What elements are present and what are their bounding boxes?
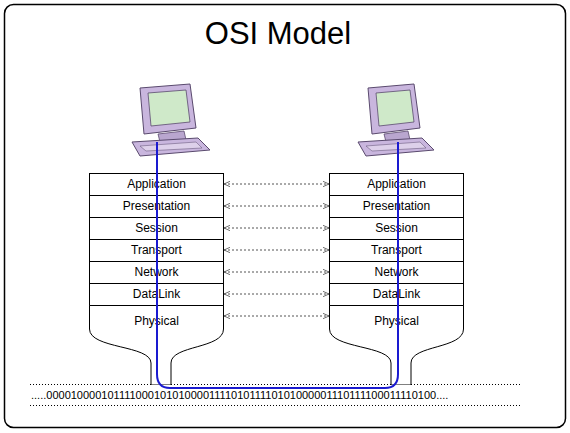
layer-name: Application <box>330 174 463 194</box>
peer-link-arrow <box>224 250 329 251</box>
layer-name: Physical <box>329 305 464 331</box>
peer-link-arrow <box>224 272 329 273</box>
layer-box: DataLink <box>329 283 464 306</box>
bit-stream: .....00001000010111100010101000011110101… <box>31 389 448 401</box>
computer-left <box>132 84 210 156</box>
frame-border <box>5 5 566 428</box>
layer-name: Application <box>90 174 223 194</box>
layer-box: DataLink <box>89 283 224 306</box>
layer-name: Transport <box>90 240 223 260</box>
layer-box: Transport <box>89 239 224 262</box>
layer-box: Application <box>329 173 464 196</box>
layer-box: Presentation <box>329 195 464 218</box>
layer-box: Session <box>89 217 224 240</box>
layer-box: Presentation <box>89 195 224 218</box>
computer-right <box>358 84 434 156</box>
layer-name: Presentation <box>330 196 463 216</box>
layer-name: Physical <box>89 305 224 331</box>
layer-box: Application <box>89 173 224 196</box>
layer-name: Transport <box>330 240 463 260</box>
peer-link-arrow <box>224 316 329 317</box>
peer-link-arrow <box>224 228 329 229</box>
layer-name: DataLink <box>330 284 463 304</box>
physical-layer-funnel: Physical <box>329 305 464 385</box>
layer-box: Network <box>89 261 224 284</box>
peer-link-arrow <box>224 184 329 185</box>
layer-name: Network <box>330 262 463 282</box>
peer-link-arrow <box>224 294 329 295</box>
layer-name: DataLink <box>90 284 223 304</box>
peer-link-arrow <box>224 206 329 207</box>
signal-path <box>157 142 398 388</box>
bit-line-bottom <box>30 405 520 406</box>
layer-name: Session <box>90 218 223 238</box>
layer-name: Session <box>330 218 463 238</box>
layer-name: Network <box>90 262 223 282</box>
physical-layer-funnel: Physical <box>89 305 224 385</box>
bit-line-top <box>30 384 520 385</box>
layer-box: Transport <box>329 239 464 262</box>
diagram-title: OSI Model <box>0 16 556 52</box>
layer-box: Network <box>329 261 464 284</box>
layer-box: Session <box>329 217 464 240</box>
layer-name: Presentation <box>90 196 223 216</box>
